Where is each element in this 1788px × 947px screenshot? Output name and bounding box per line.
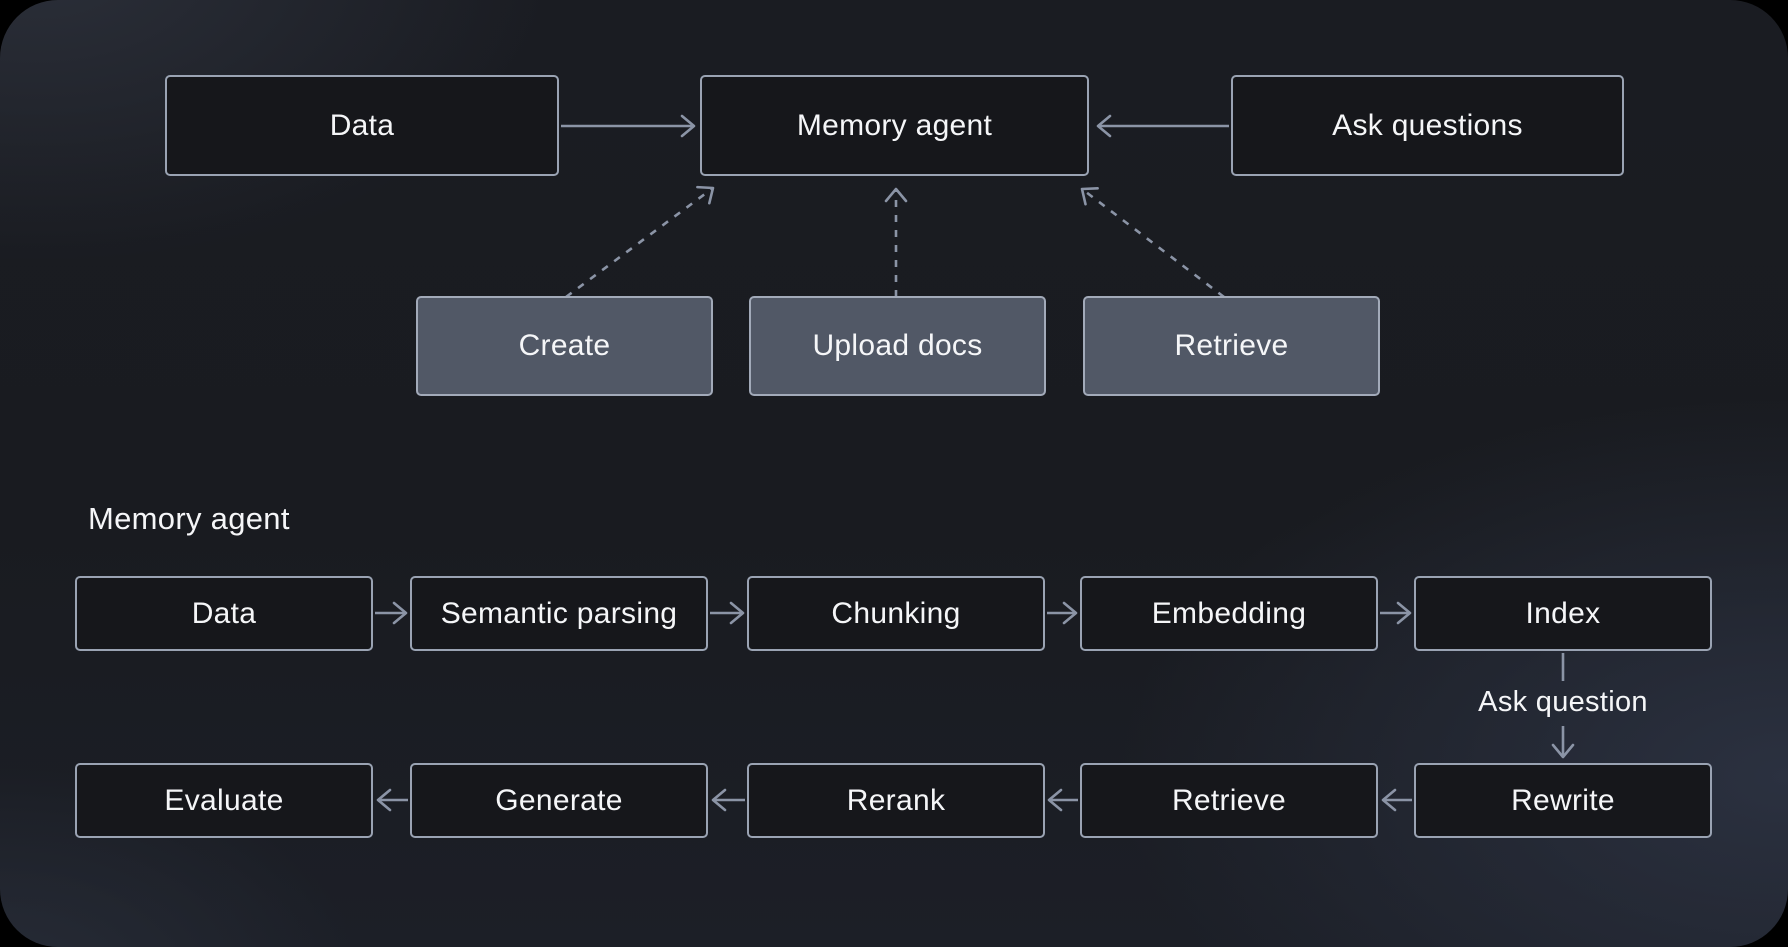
node-generate-label: Generate <box>495 783 623 817</box>
node-pipeline-data-label: Data <box>191 596 257 630</box>
node-evaluate: Evaluate <box>75 763 373 838</box>
label-ask-question: Ask question <box>1478 686 1648 718</box>
node-generate: Generate <box>410 763 708 838</box>
node-create-label: Create <box>518 329 611 362</box>
node-embedding: Embedding <box>1080 576 1378 651</box>
node-rerank-label: Rerank <box>846 783 946 817</box>
node-retrieve-action: Retrieve <box>1083 296 1380 396</box>
node-index: Index <box>1414 576 1712 651</box>
arrow-create-to-memory-agent <box>565 185 715 299</box>
node-create: Create <box>416 296 713 396</box>
node-semantic-parsing: Semantic parsing <box>410 576 708 651</box>
node-retrieve-step: Retrieve <box>1080 763 1378 838</box>
node-semantic-parsing-label: Semantic parsing <box>440 596 678 630</box>
node-chunking-label: Chunking <box>831 596 961 630</box>
node-chunking: Chunking <box>747 576 1045 651</box>
node-rewrite: Rewrite <box>1414 763 1712 838</box>
node-ask-questions-label: Ask questions <box>1332 108 1523 142</box>
node-memory-agent-label: Memory agent <box>796 108 993 142</box>
node-embedding-label: Embedding <box>1151 596 1307 630</box>
node-rewrite-label: Rewrite <box>1511 783 1615 817</box>
node-ask-questions: Ask questions <box>1231 75 1624 176</box>
node-pipeline-data: Data <box>75 576 373 651</box>
node-memory-agent: Memory agent <box>700 75 1089 176</box>
node-upload-docs: Upload docs <box>749 296 1046 396</box>
node-data-source-label: Data <box>329 108 395 142</box>
node-rerank: Rerank <box>747 763 1045 838</box>
node-index-label: Index <box>1525 596 1601 630</box>
node-data-source: Data <box>165 75 559 176</box>
node-retrieve-action-label: Retrieve <box>1174 329 1289 362</box>
node-evaluate-label: Evaluate <box>164 783 284 817</box>
node-retrieve-step-label: Retrieve <box>1171 783 1287 817</box>
node-upload-docs-label: Upload docs <box>812 329 983 362</box>
arrow-retrieve-to-memory-agent <box>1080 187 1225 299</box>
section-title-memory-agent: Memory agent <box>88 501 290 536</box>
